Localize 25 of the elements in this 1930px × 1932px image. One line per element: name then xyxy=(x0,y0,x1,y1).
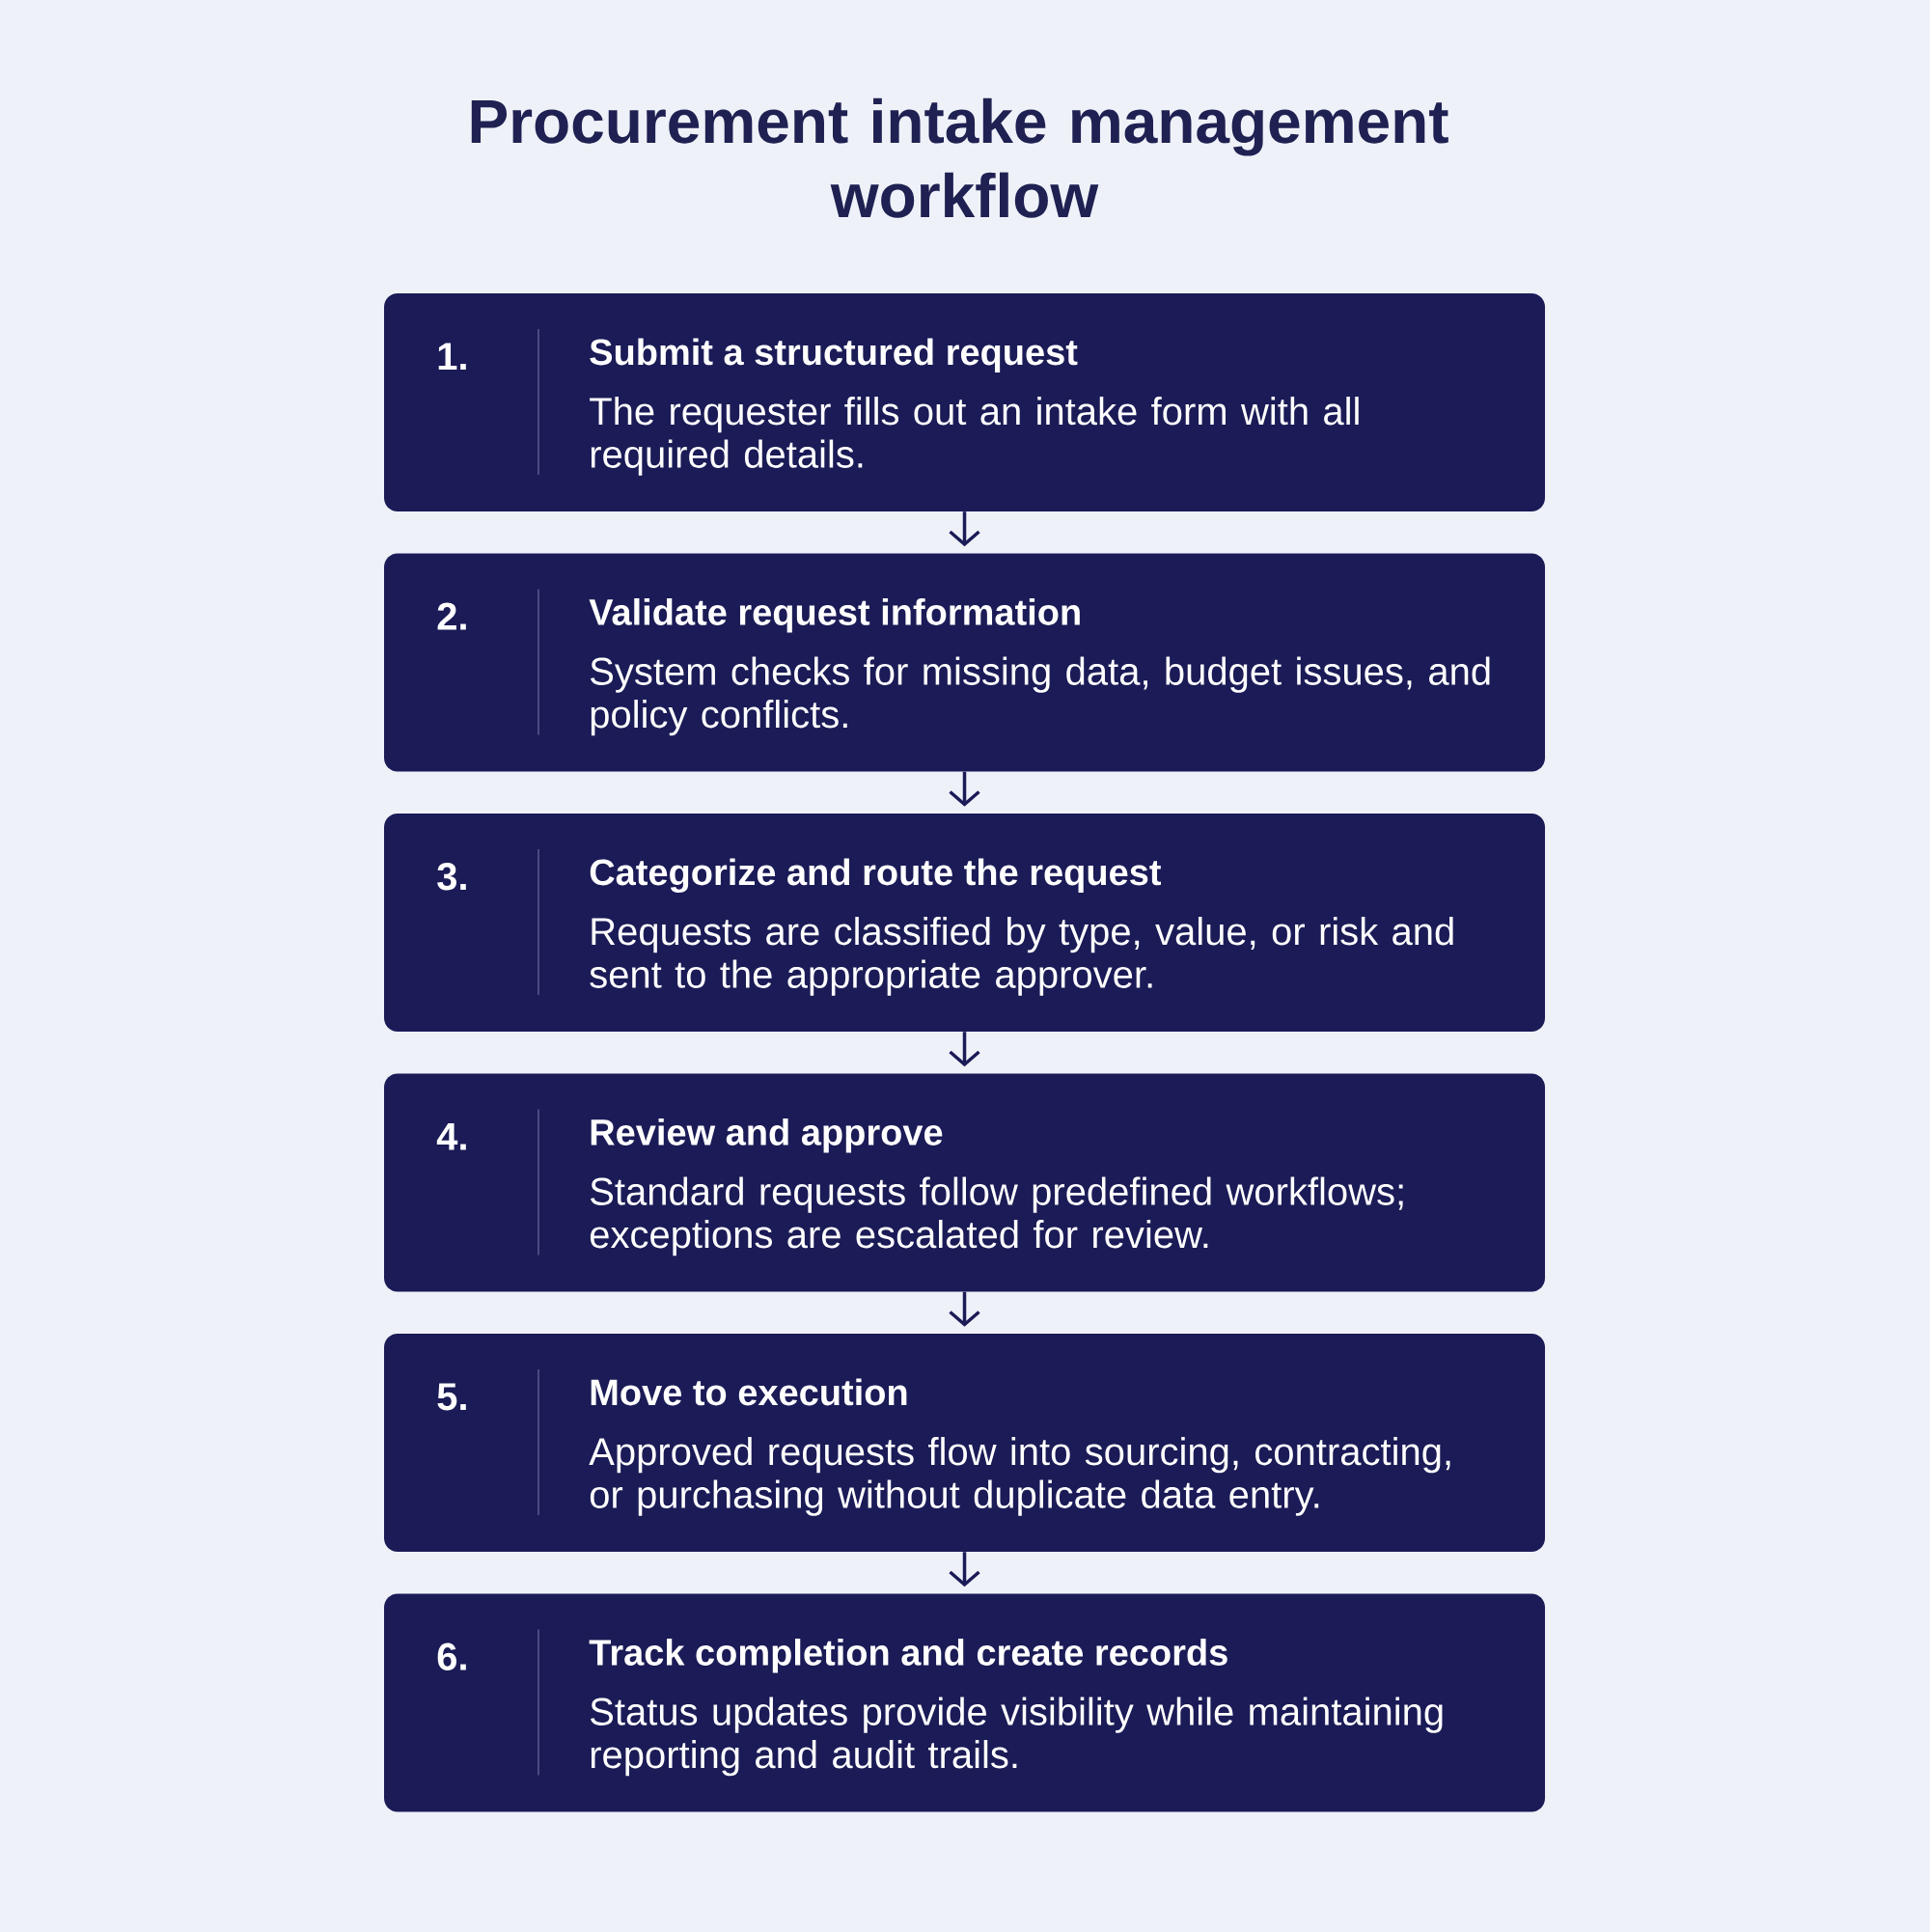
step-description: Requests are classified by type, value, or risk and sent to the appropriate approver. xyxy=(590,917,1453,996)
step-box xyxy=(384,1073,1545,1292)
step-number: 2. xyxy=(437,602,466,630)
title: Procurement intake management workflow xyxy=(471,97,1448,218)
step-box xyxy=(384,1593,1545,1812)
step-title: Move to execution xyxy=(591,1378,907,1406)
step-number: 5. xyxy=(437,1383,466,1411)
step-description: Status updates provide visibility while maintaining reporting and audit trails. xyxy=(591,1697,1443,1777)
step-box xyxy=(384,1334,1545,1552)
step-description: The requester fills out an intake form with all required details. xyxy=(590,397,1359,476)
step-box xyxy=(384,553,1545,772)
step-number: 3. xyxy=(437,863,466,891)
step-description: System checks for missing data, budget issues, and policy conflicts. xyxy=(591,656,1490,736)
step-box xyxy=(384,293,1545,511)
step-description: Approved requests flow into sourcing, contracting, or purchasing without duplicate data entry. xyxy=(589,1437,1450,1516)
step-title: Validate request information xyxy=(589,597,1080,633)
step-number: 4. xyxy=(436,1123,466,1150)
step-title: Review and approve xyxy=(591,1118,943,1153)
step-title: Submit a structured request xyxy=(590,338,1078,373)
step-number: 1. xyxy=(438,343,466,370)
step-number: 6. xyxy=(437,1642,466,1670)
step-title: Track completion and create records xyxy=(589,1639,1227,1673)
step-box xyxy=(384,814,1545,1032)
step-description: Standard requests follow predefined workflows; exceptions are escalated for review. xyxy=(590,1176,1403,1256)
step-title: Categorize and route the request xyxy=(590,858,1162,894)
